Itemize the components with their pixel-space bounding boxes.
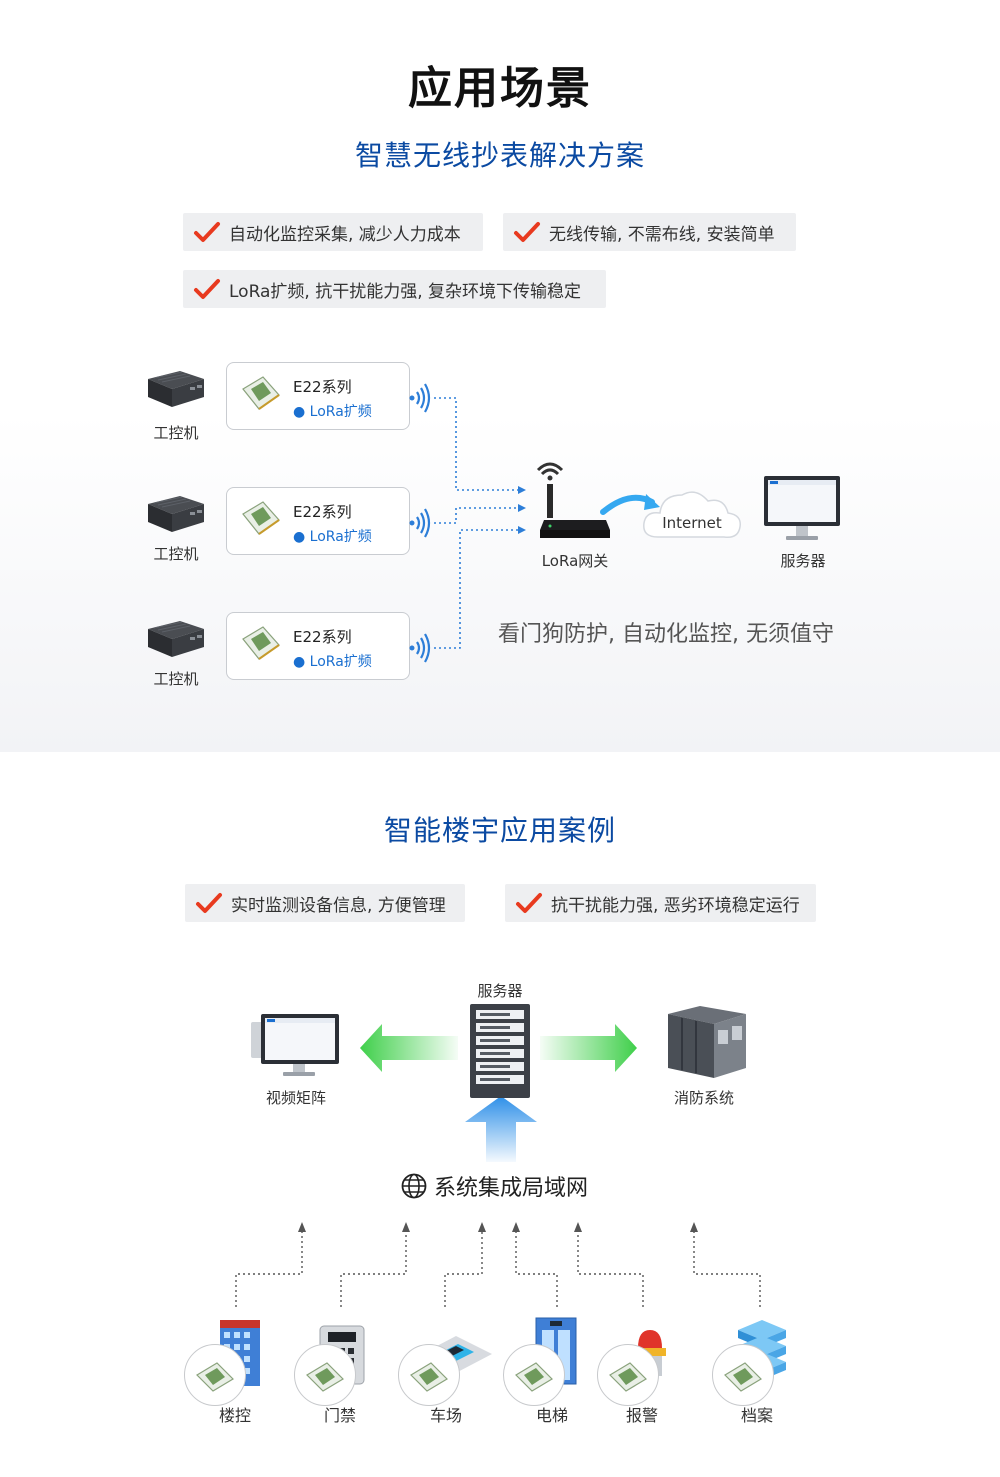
node-module-badge xyxy=(597,1344,659,1406)
module-card: E22系列 ● LoRa扩频 xyxy=(226,612,410,680)
module-card: E22系列 ● LoRa扩频 xyxy=(226,362,410,430)
lan-heading: 系统集成局域网 xyxy=(400,1170,588,1202)
check-icon xyxy=(514,222,540,242)
feature-item: 实时监测设备信息, 方便管理 xyxy=(185,884,465,922)
module-tag: ● LoRa扩频 xyxy=(293,529,372,545)
node-label: 门禁 xyxy=(323,1406,356,1425)
lora-module-icon xyxy=(724,1362,762,1392)
industrial-pc-icon xyxy=(148,496,204,532)
section-meter-reading: 应用场景 智慧无线抄表解决方案 自动化监控采集, 减少人力成本 无线传输, 不需… xyxy=(0,0,1000,752)
industrial-pc-icon xyxy=(148,621,204,657)
feature-text: 自动化监控采集, 减少人力成本 xyxy=(229,224,461,245)
lora-gateway-icon xyxy=(536,462,610,538)
cloud-label: Internet xyxy=(662,514,722,532)
module-card: E22系列 ● LoRa扩频 xyxy=(226,487,410,555)
node-module-badge xyxy=(294,1344,356,1406)
node-label: 电梯 xyxy=(535,1406,568,1425)
cloud-icon xyxy=(643,491,741,539)
module-tag-text: LoRa扩频 xyxy=(309,529,372,545)
device-label: 工控机 xyxy=(153,670,199,688)
check-icon xyxy=(194,222,220,242)
lora-module-icon xyxy=(515,1362,553,1392)
video-matrix-label: 视频矩阵 xyxy=(265,1089,326,1107)
section-smart-building: 智能楼宇应用案例 实时监测设备信息, 方便管理 抗干扰能力强, 恶劣环境稳定运行… xyxy=(0,752,1000,1477)
node-module-badge xyxy=(712,1344,774,1406)
node-label: 车场 xyxy=(429,1406,462,1425)
check-icon xyxy=(194,279,220,299)
slogan: 看门狗防护, 自动化监控, 无须值守 xyxy=(498,622,834,647)
lan-label: 系统集成局域网 xyxy=(434,1176,589,1201)
check-icon xyxy=(516,893,542,913)
feature-text: 实时监测设备信息, 方便管理 xyxy=(231,895,446,916)
module-tag-text: LoRa扩频 xyxy=(309,654,372,670)
feature-text: 无线传输, 不需布线, 安装简单 xyxy=(549,224,775,245)
lora-module-icon xyxy=(410,1362,448,1392)
monitor-icon xyxy=(764,476,840,540)
node-label: 楼控 xyxy=(218,1406,251,1425)
node-module-badge xyxy=(398,1344,460,1406)
wireless-signal-icon xyxy=(409,508,431,538)
node-module-badge xyxy=(184,1344,246,1406)
module-name: E22系列 xyxy=(293,378,352,396)
feature-text: LoRa扩频, 抗干扰能力强, 复杂环境下传输稳定 xyxy=(229,281,582,302)
feature-item: 无线传输, 不需布线, 安装简单 xyxy=(503,213,796,251)
fire-system-label: 消防系统 xyxy=(673,1089,734,1107)
feature-item: 抗干扰能力强, 恶劣环境稳定运行 xyxy=(505,884,816,922)
section1-subtitle: 智慧无线抄表解决方案 xyxy=(354,139,645,172)
building-diagram-graphics xyxy=(235,1024,761,1307)
connection-lines xyxy=(434,397,660,649)
check-icon xyxy=(196,893,222,913)
server-label: 服务器 xyxy=(477,982,523,1000)
device-label: 工控机 xyxy=(153,545,199,563)
page-title: 应用场景 xyxy=(408,63,592,114)
fire-system-icon xyxy=(668,1006,746,1078)
gateway-label: LoRa网关 xyxy=(541,552,609,570)
section2-subtitle: 智能楼宇应用案例 xyxy=(383,814,616,847)
wireless-signal-icon xyxy=(409,383,431,413)
module-tag-text: LoRa扩频 xyxy=(309,404,372,420)
device-label: 工控机 xyxy=(153,424,199,442)
node-module-badge xyxy=(503,1344,565,1406)
video-matrix-icon xyxy=(251,1014,339,1076)
lora-module-icon xyxy=(306,1362,344,1392)
lora-module-icon xyxy=(196,1362,234,1392)
wireless-signal-icon xyxy=(409,633,431,663)
module-name: E22系列 xyxy=(293,628,352,646)
lora-module-icon xyxy=(609,1362,647,1392)
module-tag: ● LoRa扩频 xyxy=(293,404,372,420)
globe-icon xyxy=(401,1173,427,1199)
feature-text: 抗干扰能力强, 恶劣环境稳定运行 xyxy=(551,895,800,916)
module-tag: ● LoRa扩频 xyxy=(293,654,372,670)
lora-module-icon xyxy=(242,626,280,660)
industrial-pc-icon xyxy=(148,371,204,407)
feature-item: LoRa扩频, 抗干扰能力强, 复杂环境下传输稳定 xyxy=(183,270,606,308)
module-name: E22系列 xyxy=(293,503,352,521)
lora-module-icon xyxy=(242,376,280,410)
server-label: 服务器 xyxy=(780,552,826,570)
feature-item: 自动化监控采集, 减少人力成本 xyxy=(183,213,483,251)
server-rack-icon xyxy=(470,1004,530,1098)
node-label: 报警 xyxy=(625,1406,658,1425)
node-label: 档案 xyxy=(740,1406,773,1425)
lora-module-icon xyxy=(242,501,280,535)
